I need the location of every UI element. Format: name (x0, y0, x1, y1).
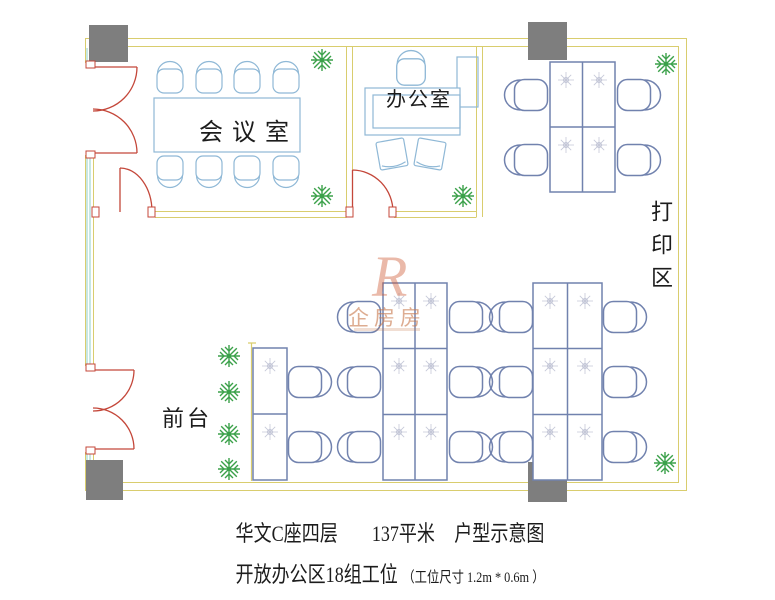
office-chair (488, 430, 534, 464)
meeting-room-furniture (153, 60, 301, 189)
plant-icon (653, 451, 677, 475)
office-chair (602, 300, 648, 334)
plant-icon (451, 184, 475, 208)
office-cabinet (456, 56, 479, 108)
caption-workstations: 开放办公区18组工位 (235, 562, 398, 587)
office-desk-inner (372, 94, 461, 129)
office-chair (287, 430, 333, 464)
office-chair (616, 78, 662, 112)
desk-partition-stub (248, 342, 256, 481)
meeting-chair (233, 60, 261, 94)
office-chair (488, 300, 534, 334)
workstation-cluster-right (488, 282, 648, 481)
caption-line-2: 开放办公区18组工位 （工位尺寸 1.2m * 0.6m ） (128, 557, 653, 589)
conference-table (153, 97, 301, 153)
caption-workstation-note: （工位尺寸 1.2m * 0.6m ） (402, 570, 545, 586)
office-chair (336, 300, 382, 334)
interior-walls (155, 46, 483, 481)
meeting-chair (233, 155, 261, 189)
column-bottom-left (86, 460, 123, 500)
meeting-chair (272, 60, 300, 94)
plant-icon (654, 52, 678, 76)
office-chair (602, 365, 648, 399)
office-chair (602, 430, 648, 464)
doors (85, 60, 397, 455)
caption-drawing-type: 户型示意图 (454, 521, 545, 546)
caption: 华文C座四层 137平米 户型示意图 开放办公区18组工位 （工位尺寸 1.2m… (70, 516, 710, 589)
plant-icon (217, 344, 241, 368)
workstation-cluster-top-right (503, 61, 662, 193)
meeting-chair (195, 155, 223, 189)
guest-chair (375, 137, 409, 171)
workstation-cluster-middle (336, 282, 494, 481)
meeting-chair (156, 60, 184, 94)
entrance-double-door-upper (92, 66, 138, 154)
plant-icon (217, 380, 241, 404)
meeting-chair (156, 155, 184, 189)
office-door (351, 169, 394, 213)
plant-icon (217, 457, 241, 481)
office-chair (616, 143, 662, 177)
plant-icon (217, 422, 241, 446)
office-furniture (364, 49, 479, 171)
office-chair (503, 78, 549, 112)
office-chair (448, 430, 494, 464)
office-chair (448, 300, 494, 334)
plant-icon (310, 184, 334, 208)
caption-area: 137平米 (371, 521, 435, 546)
office-chair (448, 365, 494, 399)
door-jambs (85, 60, 397, 455)
floor-plan-drawing (82, 22, 687, 502)
workstation-cluster-left (252, 347, 333, 481)
exterior-walls (82, 38, 687, 491)
office-chair (488, 365, 534, 399)
meeting-chair (195, 60, 223, 94)
meeting-room-door (119, 167, 153, 213)
caption-line-1: 华文C座四层 137平米 户型示意图 (128, 516, 653, 548)
column-top-left (89, 25, 128, 62)
office-chair (336, 365, 382, 399)
guest-chair (413, 137, 447, 171)
office-label: 办公室 (386, 89, 452, 111)
meeting-room-label: 会议室 (199, 120, 298, 146)
meeting-chair (272, 155, 300, 189)
column-top-middle (528, 22, 567, 60)
columns (86, 22, 567, 502)
plant-icon (310, 48, 334, 72)
office-desk-chair (396, 49, 426, 86)
office-desk (364, 87, 461, 136)
front-desk-label: 前台 (162, 406, 213, 431)
office-chair (503, 143, 549, 177)
print-area-label: 打印区 (648, 200, 673, 299)
entrance-double-door-lower (92, 369, 135, 450)
office-chair (336, 430, 382, 464)
office-chair (287, 365, 333, 399)
caption-building: 华文C座四层 (235, 521, 338, 546)
